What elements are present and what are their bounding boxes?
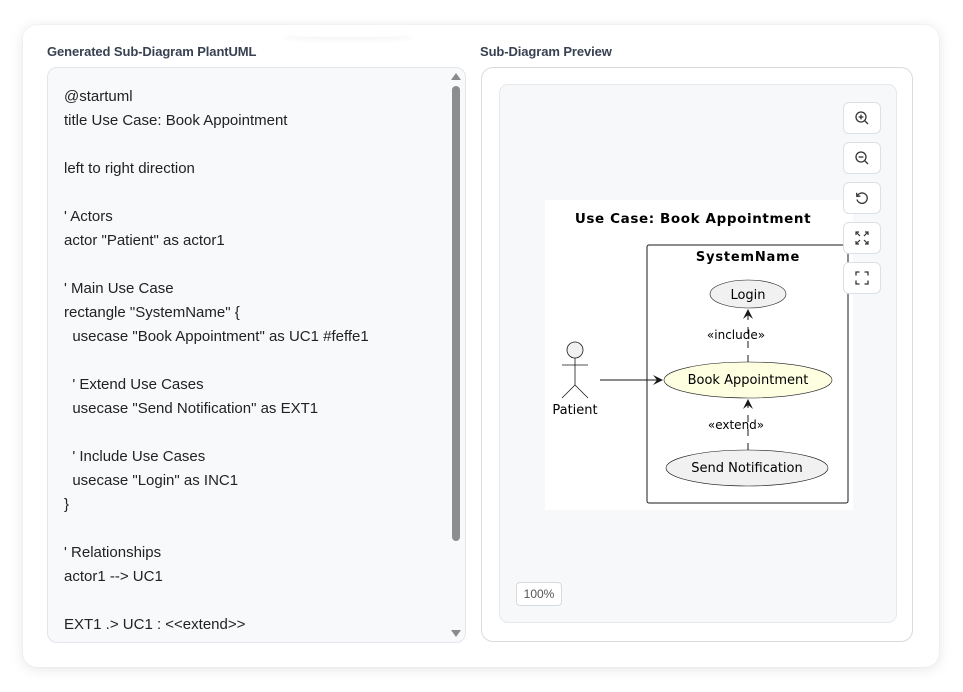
subdiagram-card: Generated Sub-Diagram PlantUML @startuml… [23, 25, 939, 667]
decorative-shadow [283, 31, 413, 37]
usecase-send-notification[interactable] [665, 449, 829, 487]
usecase-book-label: Book Appointment [688, 373, 809, 388]
system-boundary [646, 244, 849, 504]
zoom-out-button[interactable] [843, 142, 881, 174]
usecase-notify-label: Send Notification [691, 461, 802, 476]
fit-arrows-icon [855, 231, 869, 245]
rotate-ccw-icon [855, 192, 868, 204]
system-name-label: SystemName [696, 250, 800, 265]
usecase-login-label: Login [730, 288, 765, 303]
diagram-title: Use Case: Book Appointment [575, 211, 811, 227]
fullscreen-icon [855, 271, 869, 285]
preview-panel: Use Case: Book Appointment SystemName Lo… [481, 67, 913, 642]
zoom-in-icon [855, 111, 869, 125]
use-case-diagram: Use Case: Book Appointment SystemName Lo… [545, 200, 853, 510]
code-scrollbar[interactable] [450, 70, 462, 640]
scroll-thumb[interactable] [452, 86, 460, 541]
scroll-up-arrow-icon[interactable] [451, 73, 461, 80]
plantuml-section-label: Generated Sub-Diagram PlantUML [47, 44, 257, 59]
plantuml-code-text[interactable]: @startuml title Use Case: Book Appointme… [64, 88, 369, 633]
zoom-in-button[interactable] [843, 102, 881, 134]
preview-canvas[interactable]: Use Case: Book Appointment SystemName Lo… [499, 84, 897, 623]
include-label: «include» [707, 328, 765, 342]
zoom-out-icon [855, 151, 869, 165]
actor-patient-label: Patient [552, 403, 597, 418]
scroll-down-arrow-icon[interactable] [451, 630, 461, 637]
zoom-level-indicator: 100% [516, 582, 562, 606]
preview-section-label: Sub-Diagram Preview [480, 44, 612, 59]
reset-view-button[interactable] [843, 182, 881, 214]
actor-patient-figure[interactable] [561, 341, 589, 399]
usecase-book-appointment[interactable] [663, 361, 833, 399]
usecase-login[interactable] [709, 279, 787, 309]
extend-label: «extend» [708, 418, 764, 432]
plantuml-code-textarea[interactable]: @startuml title Use Case: Book Appointme… [47, 67, 466, 643]
fullscreen-button[interactable] [843, 262, 881, 294]
fit-to-view-button[interactable] [843, 222, 881, 254]
